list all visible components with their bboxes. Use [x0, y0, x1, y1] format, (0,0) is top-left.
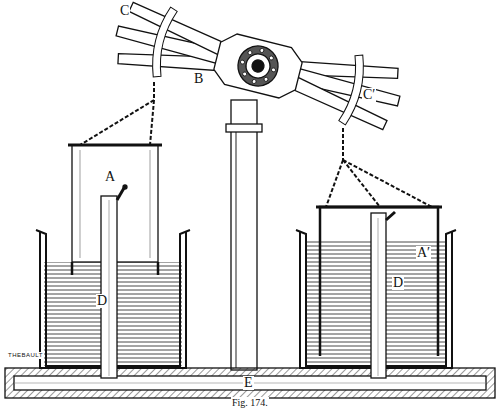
- stand-column: [226, 100, 262, 370]
- part-letter: C: [119, 4, 130, 18]
- part-letter: B: [193, 72, 204, 86]
- part-letter: A′: [416, 246, 431, 260]
- part-letter: D: [96, 294, 108, 308]
- figure-caption: Fig. 174.: [231, 397, 269, 408]
- left-tube: [101, 185, 127, 378]
- right-tube: [371, 212, 395, 378]
- engraver-signature: THEBAULT: [7, 352, 44, 359]
- part-letter: A: [104, 170, 116, 184]
- base-tube: [5, 368, 495, 398]
- balance-beam: [109, 0, 408, 136]
- part-letter: D: [392, 276, 404, 290]
- part-letter: E: [243, 376, 254, 390]
- part-letter: C′: [362, 88, 376, 102]
